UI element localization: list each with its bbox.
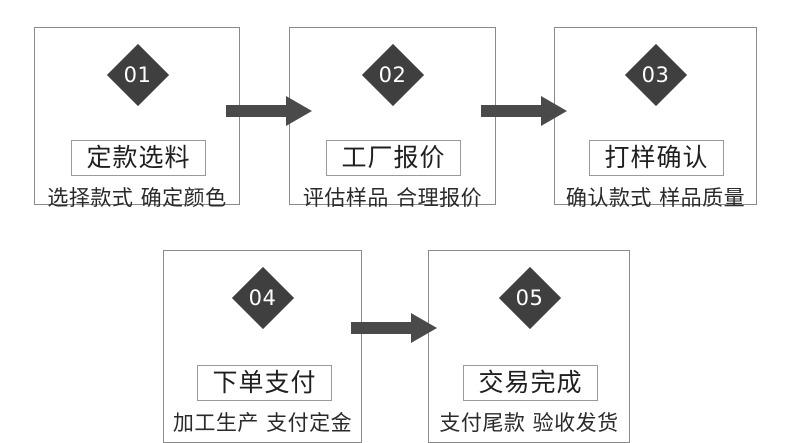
arrow-head-icon [286, 96, 312, 126]
step-title-label: 下单支付 [212, 367, 317, 397]
step-number-label: 04 [249, 285, 277, 310]
arrow-connector-01-to-02 [226, 96, 312, 126]
step-title-box-03: 打样确认 [589, 140, 724, 176]
step-number-label: 01 [124, 62, 152, 87]
step-number-label: 05 [516, 285, 544, 310]
step-number-badge-03: 03 [624, 43, 688, 107]
step-number-badge-05: 05 [498, 266, 562, 330]
step-number-badge-01: 01 [106, 43, 170, 107]
step-subtitle-01: 选择款式 确定颜色 [47, 186, 227, 210]
step-card-01[interactable]: 01 定款选料 选择款式 确定颜色 [34, 27, 240, 209]
step-title-label: 交易完成 [478, 367, 583, 397]
arrow-connector-04-to-05 [351, 313, 439, 343]
step-number-badge-02: 02 [361, 43, 425, 107]
arrow-shaft [226, 105, 288, 117]
step-title-label: 定款选料 [86, 142, 191, 172]
step-number-badge-04: 04 [231, 266, 295, 330]
step-title-box-01: 定款选料 [71, 140, 206, 176]
step-card-03[interactable]: 03 打样确认 确认款式 样品质量 [554, 27, 757, 209]
step-title-box-02: 工厂报价 [326, 140, 461, 176]
arrow-head-icon [411, 313, 437, 343]
step-subtitle-04: 加工生产 支付定金 [172, 411, 353, 435]
arrow-shaft [351, 322, 413, 334]
arrow-head-icon [541, 96, 567, 126]
step-subtitle-03: 确认款式 样品质量 [565, 186, 746, 210]
arrow-connector-02-to-03 [481, 96, 567, 126]
step-title-box-05: 交易完成 [463, 365, 598, 401]
arrow-shaft [481, 105, 543, 117]
step-title-label: 工厂报价 [341, 142, 446, 172]
step-number-label: 02 [379, 62, 407, 87]
step-card-05[interactable]: 05 交易完成 支付尾款 验收发货 [428, 250, 630, 443]
step-subtitle-02: 评估样品 合理报价 [302, 186, 483, 210]
step-number-label: 03 [642, 62, 670, 87]
step-title-box-04: 下单支付 [197, 365, 332, 401]
step-card-02[interactable]: 02 工厂报价 评估样品 合理报价 [289, 27, 496, 209]
step-title-label: 打样确认 [604, 142, 709, 172]
step-card-04[interactable]: 04 下单支付 加工生产 支付定金 [163, 250, 362, 443]
step-subtitle-05: 支付尾款 验收发货 [439, 411, 619, 435]
